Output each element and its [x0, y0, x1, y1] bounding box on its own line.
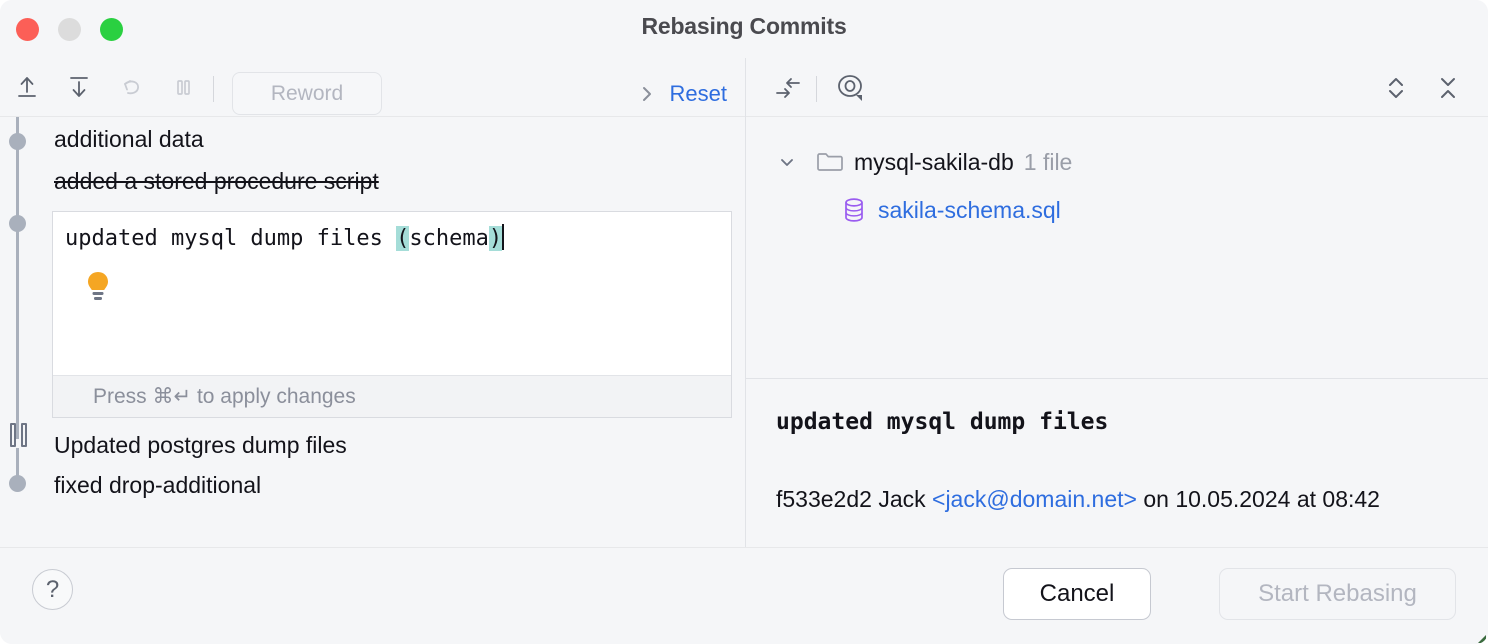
- preview-eye-icon[interactable]: [834, 70, 870, 106]
- commit-hash: f533e2d2: [776, 486, 872, 512]
- on-word: on: [1143, 486, 1169, 512]
- reword-button[interactable]: Reword: [232, 72, 382, 115]
- commit-list-pane: Reword Reset: [0, 58, 745, 547]
- bracket-close-highlight: ): [488, 226, 503, 251]
- changes-toolbar: [746, 58, 1488, 117]
- move-down-icon[interactable]: [62, 70, 96, 104]
- dialog-bottom-bar: ? Cancel Start Rebasing: [0, 547, 1488, 644]
- traffic-lights: [16, 18, 123, 41]
- database-file-icon: [842, 196, 866, 224]
- commit-message-text[interactable]: updated mysql dump files (schema): [65, 224, 505, 251]
- details-splitter[interactable]: [746, 378, 1488, 379]
- commit-row[interactable]: Updated postgres dump files: [54, 432, 347, 458]
- commit-time: 08:42: [1322, 486, 1380, 512]
- reset-control[interactable]: Reset: [638, 72, 727, 115]
- tree-row-folder[interactable]: mysql-sakila-db 1 file: [774, 145, 1072, 179]
- reset-link[interactable]: Reset: [669, 80, 727, 106]
- folder-name: mysql-sakila-db: [854, 148, 1014, 175]
- folder-icon: [816, 150, 844, 174]
- text-caret: [502, 224, 505, 250]
- file-name[interactable]: sakila-schema.sql: [878, 196, 1061, 223]
- start-rebasing-button: Start Rebasing: [1219, 568, 1456, 620]
- chevron-right-icon[interactable]: [638, 82, 656, 106]
- close-button[interactable]: [16, 18, 39, 41]
- pane-splitter[interactable]: [745, 58, 746, 547]
- expand-all-icon[interactable]: [1378, 70, 1414, 106]
- zoom-button[interactable]: [100, 18, 123, 41]
- graph-node-dot: [9, 475, 26, 492]
- pick-up-icon[interactable]: [10, 70, 44, 104]
- message-text-plain: updated mysql dump files: [65, 226, 397, 251]
- group-by-directory-icon[interactable]: [770, 70, 806, 106]
- commit-author: Jack: [878, 486, 926, 512]
- graph-node-dot: [9, 133, 26, 150]
- graph-pause-icon: [6, 422, 30, 448]
- minimize-button[interactable]: [58, 18, 81, 41]
- changes-pane: mysql-sakila-db 1 file sakila-schema.sql…: [746, 58, 1488, 547]
- tree-row-file[interactable]: sakila-schema.sql: [842, 193, 1061, 227]
- commit-row[interactable]: additional data: [54, 126, 204, 152]
- commit-date: 10.05.2024: [1175, 486, 1291, 512]
- chevron-down-icon[interactable]: [774, 149, 800, 175]
- commit-graph: [0, 117, 36, 547]
- commit-detail-subject: updated mysql dump files: [776, 409, 1109, 435]
- undo-icon: [114, 70, 148, 104]
- commit-row[interactable]: fixed drop-additional: [54, 472, 262, 498]
- toolbar-separator: [213, 76, 214, 102]
- resize-grip[interactable]: [1464, 621, 1486, 643]
- commit-message-editor[interactable]: updated mysql dump files (schema) Press …: [52, 211, 732, 418]
- help-button[interactable]: ?: [32, 569, 73, 610]
- commit-actions-toolbar: Reword Reset: [0, 58, 745, 117]
- commit-list[interactable]: additional data added a stored procedure…: [0, 117, 745, 547]
- commit-details-panel: updated mysql dump files f533e2d2 Jack <…: [746, 379, 1488, 547]
- commit-author-email[interactable]: <jack@domain.net>: [932, 486, 1137, 512]
- file-count: 1 file: [1023, 148, 1073, 175]
- changed-files-tree[interactable]: mysql-sakila-db 1 file sakila-schema.sql: [746, 117, 1488, 378]
- commit-detail-meta: f533e2d2 Jack <jack@domain.net> on 10.05…: [776, 481, 1476, 517]
- collapse-all-icon[interactable]: [1430, 70, 1466, 106]
- graph-node-dot: [9, 215, 26, 232]
- lightbulb-icon[interactable]: [83, 270, 113, 304]
- editor-hint: Press ⌘↵ to apply changes: [53, 375, 731, 417]
- bracket-open-highlight: (: [396, 226, 410, 251]
- cancel-button[interactable]: Cancel: [1003, 568, 1151, 620]
- toolbar-separator: [816, 76, 817, 102]
- at-word: at: [1296, 486, 1317, 512]
- commit-row[interactable]: added a stored procedure script: [54, 168, 379, 194]
- message-text-inner: schema: [409, 226, 489, 251]
- window-title: Rebasing Commits: [641, 13, 847, 39]
- pause-stop-icon: [166, 70, 200, 104]
- title-bar: Rebasing Commits: [0, 0, 1488, 58]
